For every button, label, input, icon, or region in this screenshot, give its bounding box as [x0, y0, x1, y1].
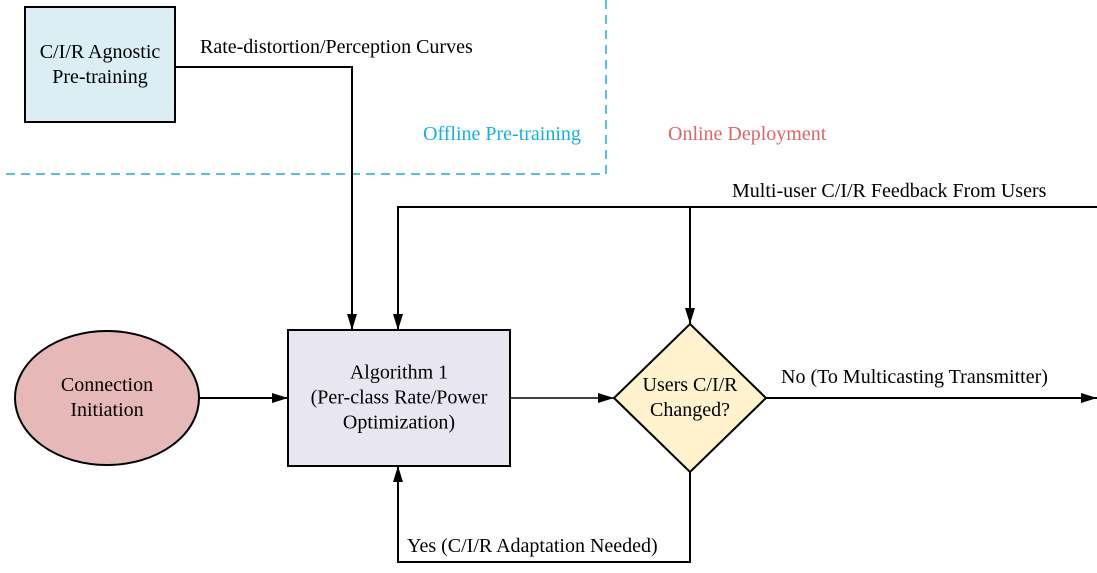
pretraining-label-line1: C/I/R Agnostic	[39, 41, 161, 63]
decision-label-line1: Users C/I/R	[642, 374, 738, 396]
decision-label: Users C/I/R Changed?	[643, 373, 738, 423]
decision-label-line2: Changed?	[650, 399, 730, 421]
no-edge-label: No (To Multicasting Transmitter)	[781, 366, 1048, 388]
algorithm-label-line2: (Per-class Rate/Power	[310, 386, 488, 409]
pretraining-label-line2: Pre-training	[52, 66, 148, 88]
connection-label: Connection Initiation	[61, 373, 153, 423]
algorithm-label-line1: Algorithm 1	[349, 361, 449, 384]
feedback-edge-label: Multi-user C/I/R Feedback From Users	[732, 180, 1047, 202]
pretraining-label: C/I/R Agnostic Pre-training	[40, 40, 161, 90]
connection-label-line1: Connection	[60, 374, 154, 396]
yes-loop-arrow	[393, 466, 691, 563]
algorithm-box	[287, 329, 511, 467]
feedback-line	[393, 206, 1097, 330]
curves-edge-label: Rate-distortion/Perception Curves	[200, 36, 473, 58]
curves-arrow	[175, 66, 357, 330]
algorithm-label-line3: Optimization)	[342, 411, 456, 434]
algorithm-label: Algorithm 1 (Per-class Rate/Power Optimi…	[311, 361, 488, 436]
connection-label-line2: Initiation	[70, 399, 144, 421]
yes-edge-label: Yes (C/I/R Adaptation Needed)	[407, 535, 658, 557]
offline-region-label: Offline Pre-training	[423, 123, 581, 145]
pretraining-box	[24, 6, 176, 123]
region-divider	[0, 0, 607, 175]
online-region-label: Online Deployment	[668, 123, 827, 145]
